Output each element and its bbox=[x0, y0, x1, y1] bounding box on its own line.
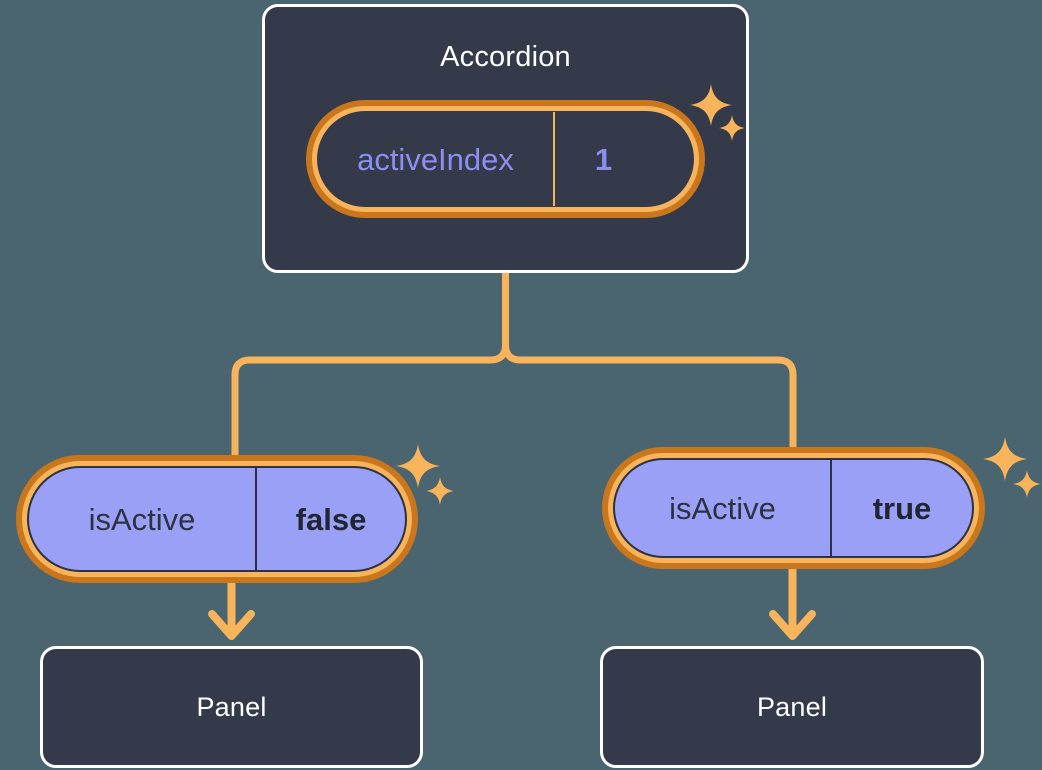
pill-inner-ring: isActive false bbox=[22, 461, 412, 577]
pill-body: isActive true bbox=[613, 458, 974, 558]
pill-inner-ring: isActive true bbox=[608, 453, 979, 563]
state-pill-key: activeIndex bbox=[357, 141, 514, 177]
sparkle-small-icon bbox=[1013, 470, 1041, 498]
sparkle-small-icon bbox=[426, 477, 454, 505]
arrow-left-branch-to-panel bbox=[208, 583, 255, 640]
component-title: Accordion bbox=[440, 41, 571, 73]
state-pill-value: false bbox=[255, 468, 405, 570]
state-pill-key: isActive bbox=[669, 490, 776, 526]
arrow-right-branch-to-panel bbox=[769, 569, 816, 640]
component-node-panel-left[interactable]: Panel bbox=[40, 646, 423, 768]
connector-root-to-branches bbox=[231, 269, 509, 459]
sparkle-large-icon bbox=[983, 437, 1027, 481]
pill-body: isActive false bbox=[27, 466, 407, 572]
component-title: Panel bbox=[756, 691, 828, 722]
state-pill-value: 1 bbox=[553, 112, 652, 206]
component-title: Panel bbox=[196, 691, 267, 722]
state-pill-value: true bbox=[830, 460, 972, 556]
sparkles-icon-right bbox=[983, 437, 1042, 507]
state-pill-isactive-right[interactable]: isActive true bbox=[602, 447, 985, 569]
component-node-panel-right[interactable]: Panel bbox=[600, 646, 984, 768]
state-pill-isactive-left[interactable]: isActive false bbox=[16, 455, 418, 583]
pill-body: activeIndex 1 bbox=[317, 111, 694, 207]
pill-inner-ring: activeIndex 1 bbox=[312, 106, 699, 212]
state-pill-activeindex[interactable]: activeIndex 1 bbox=[306, 100, 705, 218]
state-pill-key: isActive bbox=[88, 501, 196, 537]
connector-root-to-branch-right bbox=[502, 341, 797, 451]
